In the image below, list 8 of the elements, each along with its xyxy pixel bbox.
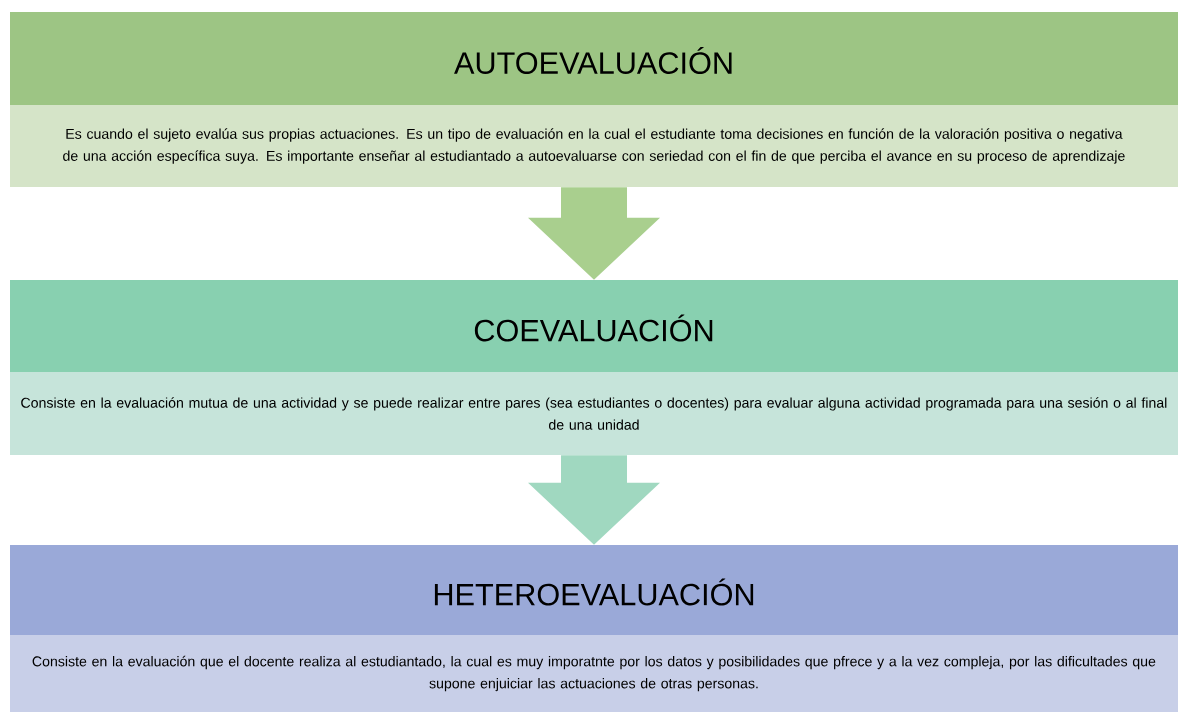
node-label: Es cuando el sujeto evalúa sus propias actuaciones. Es un tipo de evaluación en la cual el estudiante toma decisiones en función de la valoración positiva o negativa de una acción específica suya. Es importante enseñar al estudiantado a autoevaluarse con seriedad con el fin de que perciba el avance en su proceso de aprendizaje (63, 128, 1125, 164)
node-label: Consiste en la evaluación mutua de una actividad y se puede realizar entre pares (sea estudiantes o docentes) para evaluar alguna actividad programada para una sesión o al final de una unidad (21, 397, 1167, 430)
block-arrow (528, 187, 660, 280)
block-arrow (528, 455, 660, 545)
node-label: Consiste en la evaluación que el docente realiza al estudiantado, la cual es muy imporatnte por los datos y posibilidades que pfrece y a la vez compleja, por las dificultades que supone enjuiciar las actuaciones de otras personas. (32, 655, 1156, 692)
section-band: AUTOEVALUACIÓN Es cuando el sujeto evalúa sus propias actuaciones. Es un tipo de evaluación en la cual el estudiante toma decisiones en función de la valoración positiva o negativa de una acción específica suya. Es importante enseñar al estudiantado a autoevaluarse con seriedad con el fin de que perciba el avance en su proceso de aprendizaje (10, 12, 1178, 187)
section-band: COEVALUACIÓN Consiste en la evaluación mutua de una actividad y se puede realizar entre pares (sea estudiantes o docentes) para evaluar alguna actividad programada para una sesión o al final de una unidad (10, 280, 1178, 455)
section-band: HETEROEVALUACIÓN Consiste en la evaluación que el docente realiza al estudiantado, la cual es muy imporatnte por los datos y posibilidades que pfrece y a la vez compleja, por las dificultades que supone enjuiciar las actuaciones de otras personas. (10, 545, 1178, 712)
